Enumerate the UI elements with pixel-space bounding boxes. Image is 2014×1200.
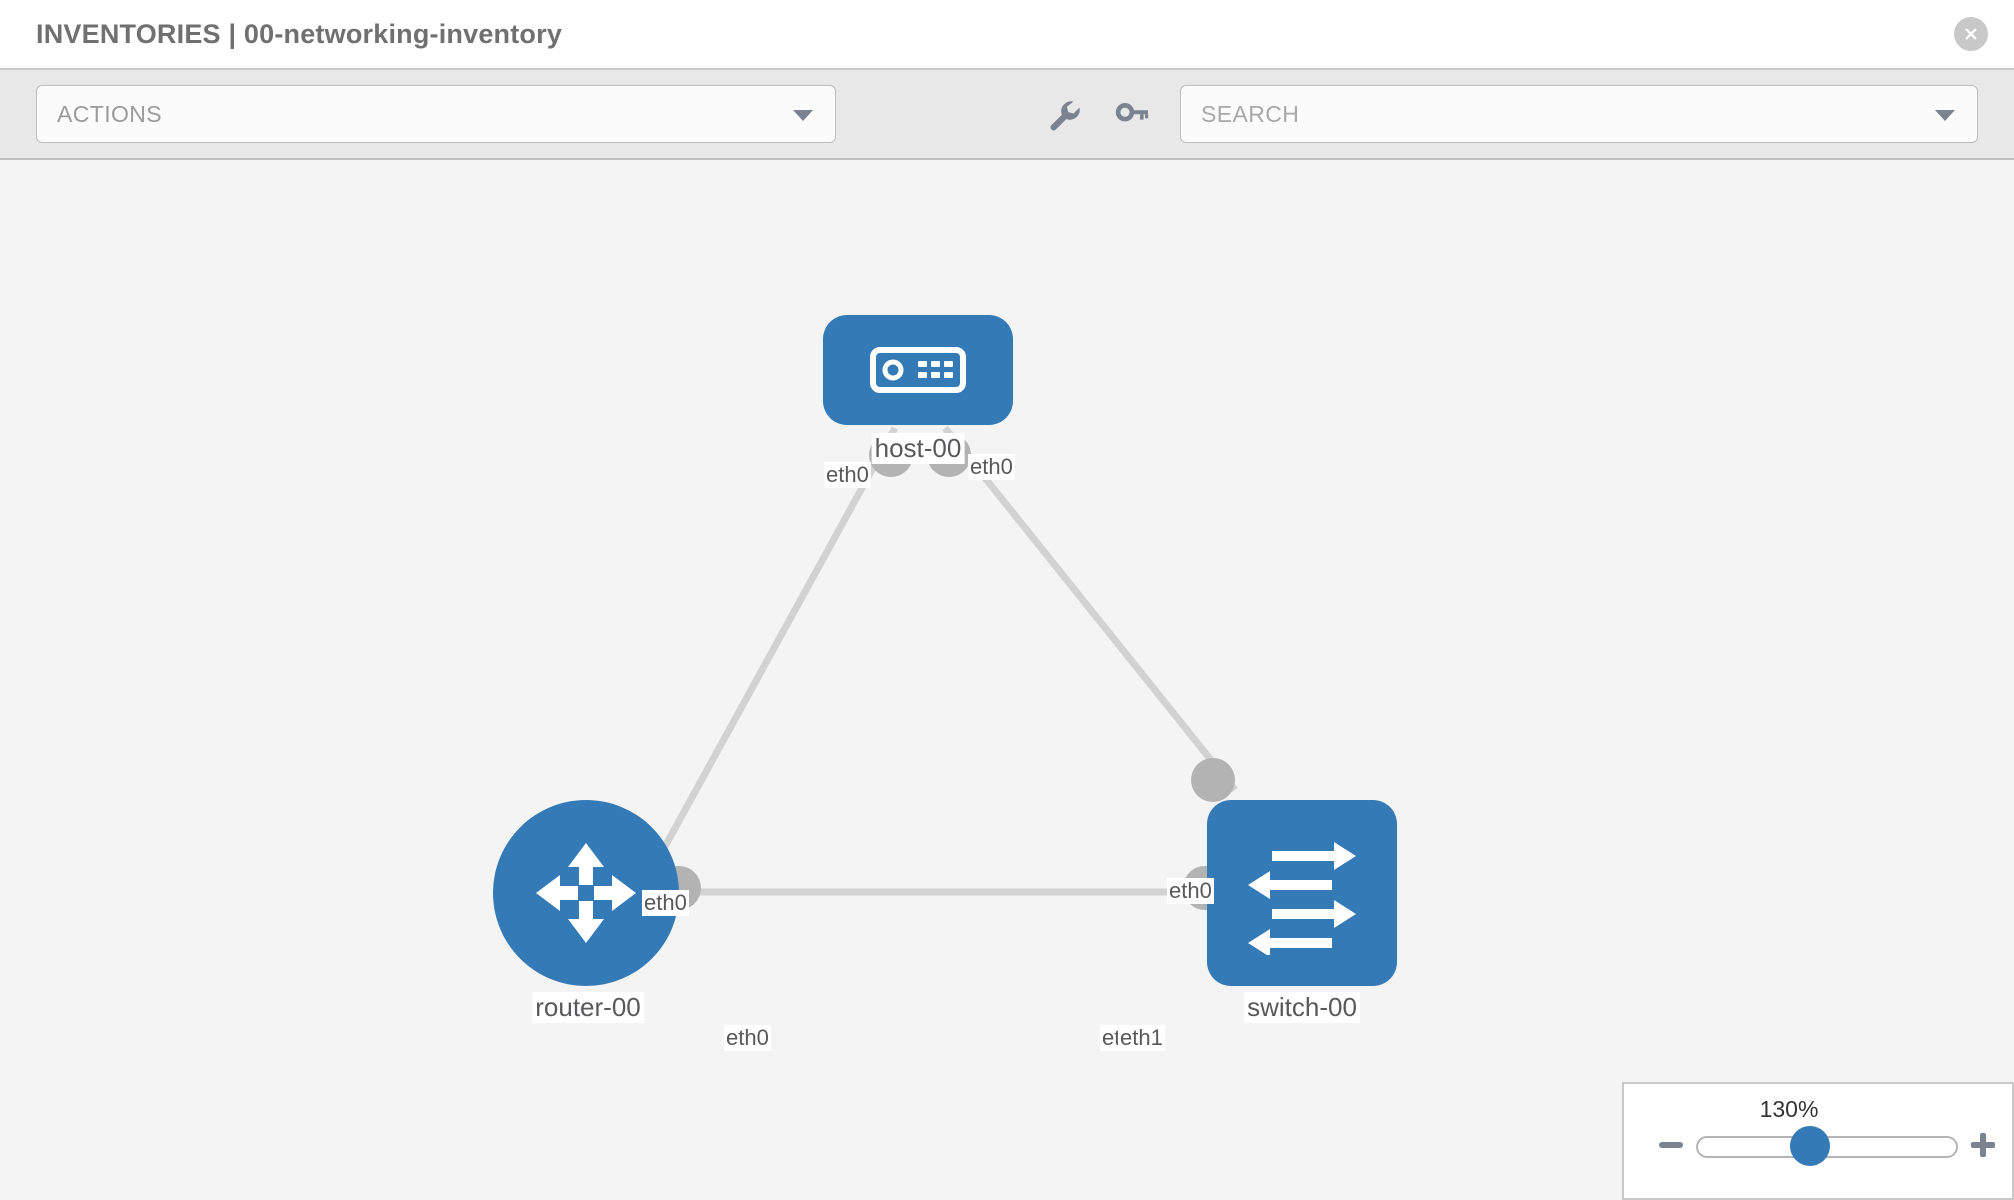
toolbar: ACTIONS SEARCH: [0, 68, 2014, 160]
edge-host-switch[interactable]: [942, 425, 1238, 793]
node-label-router-00: router-00: [532, 992, 644, 1023]
host-node-shape[interactable]: [823, 315, 1013, 425]
zoom-percent-label: 130%: [1759, 1096, 1819, 1122]
zoom-in-button[interactable]: [1966, 1128, 2000, 1162]
zoom-slider-thumb[interactable]: [1790, 1126, 1830, 1166]
wrench-icon[interactable]: [1043, 94, 1085, 136]
page-header: INVENTORIES | 00-networking-inventory: [0, 0, 2014, 68]
router-arrows-icon: [536, 843, 636, 943]
node-switch-00[interactable]: switch-00: [1183, 758, 1397, 1023]
topology-canvas[interactable]: host-00 eth0 eth0: [0, 160, 2014, 1200]
search-input[interactable]: SEARCH: [1180, 85, 1978, 143]
node-label-switch-00: switch-00: [1244, 992, 1360, 1023]
server-icon: [870, 347, 966, 393]
zoom-out-button[interactable]: [1654, 1128, 1688, 1162]
key-icon[interactable]: [1110, 94, 1152, 136]
port-switch-top[interactable]: [1191, 758, 1235, 802]
node-host-00[interactable]: host-00: [823, 315, 1013, 477]
edge-label-router-right: eth0: [724, 1025, 771, 1051]
topology-edges: [636, 425, 1238, 896]
chevron-down-icon: [793, 110, 813, 121]
switch-arrows-icon: [1248, 842, 1356, 955]
close-icon[interactable]: [1954, 17, 1988, 51]
edge-label-switch-up: eth0: [1167, 878, 1214, 904]
chevron-down-icon[interactable]: [1935, 110, 1955, 121]
switch-node-shape[interactable]: [1207, 800, 1397, 986]
zoom-control-panel: 130%: [1622, 1082, 2014, 1200]
edge-label-host-right: eth0: [968, 454, 1015, 480]
edge-label-host-left: eth0: [824, 462, 871, 488]
plus-icon: [1971, 1133, 1995, 1157]
search-placeholder: SEARCH: [1201, 100, 1300, 127]
edge-host-router[interactable]: [636, 426, 899, 894]
actions-dropdown-label: ACTIONS: [57, 100, 163, 127]
edge-label-switch-left: eth1: [1118, 1025, 1165, 1051]
minus-icon: [1659, 1142, 1683, 1148]
actions-dropdown[interactable]: ACTIONS: [36, 85, 836, 143]
page-title: INVENTORIES | 00-networking-inventory: [36, 18, 563, 49]
edge-label-router-up: eth0: [642, 890, 689, 916]
node-label-host-00: host-00: [871, 433, 965, 464]
